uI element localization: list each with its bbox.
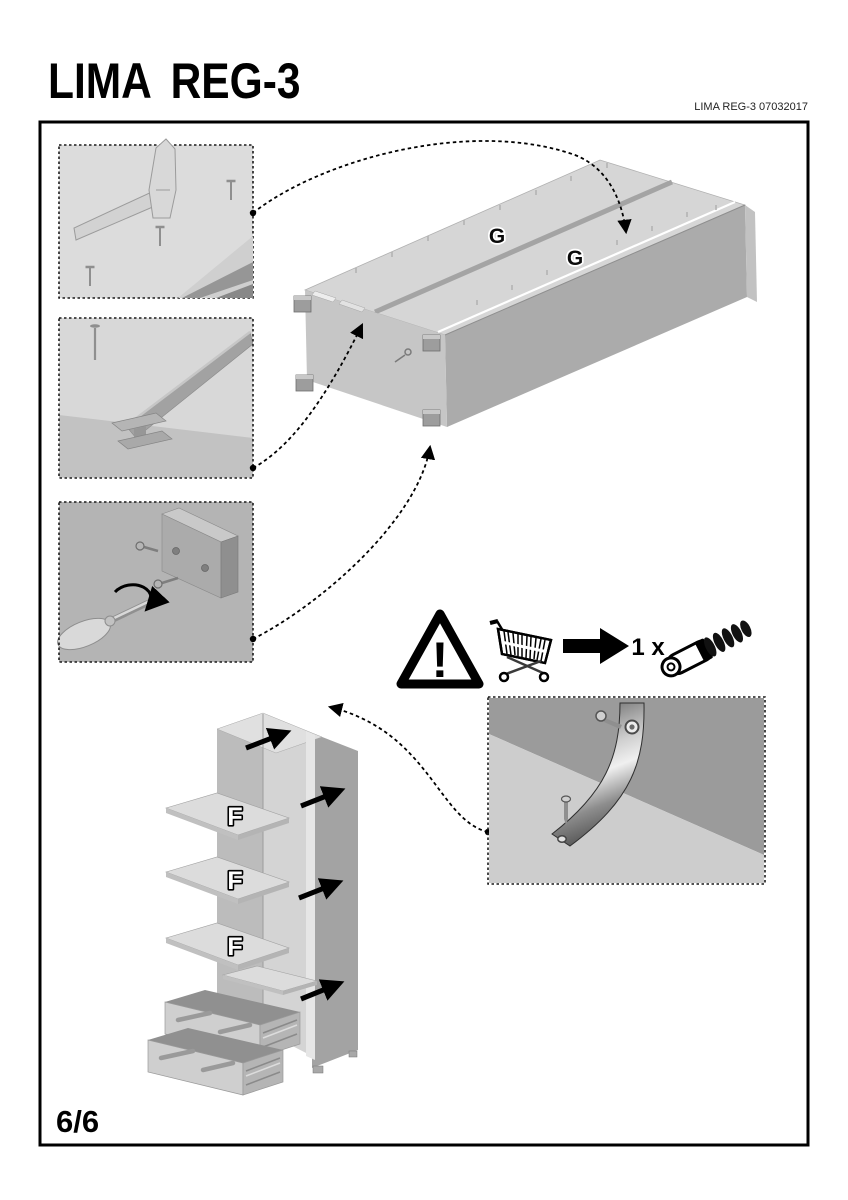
corner-foot-block	[293, 295, 441, 427]
rotate-arrow-icon	[113, 583, 170, 612]
cabinet-front-face	[445, 205, 747, 427]
h-connector-icon	[111, 412, 173, 450]
wall-plug-icon	[660, 620, 752, 678]
strap-inset-panel	[487, 696, 766, 885]
shopping-cart-icon	[489, 619, 553, 683]
warning-triangle-icon: !	[396, 609, 484, 689]
wall-block-icon	[161, 507, 239, 599]
screw-icon	[560, 710, 622, 825]
wardrobe-foot	[312, 1065, 324, 1074]
warning-mark: !	[432, 632, 449, 688]
nail-icon	[85, 179, 236, 286]
small-shelf	[221, 965, 319, 995]
page-title: LIMA REG-3	[48, 53, 301, 109]
nail-icon	[90, 324, 100, 360]
connector-strip-inset-panel	[58, 317, 254, 479]
cabinet-back-assembly: G G	[293, 159, 757, 427]
dashed-connectors	[252, 140, 632, 833]
right-arrow-icon	[563, 628, 629, 664]
wall-block-inset-panel	[57, 501, 254, 663]
cabinet-top-surface	[489, 734, 764, 883]
shelf-label: F	[227, 803, 242, 831]
back-panel-label: G	[489, 225, 505, 248]
hammer-icon	[73, 138, 177, 241]
shelf-label: F	[227, 933, 242, 961]
cabinet-end-face	[305, 290, 447, 427]
wardrobe-assembly: F F F	[147, 712, 358, 1096]
fitting-detail	[394, 348, 412, 363]
shelf-f	[165, 856, 290, 904]
wardrobe-foot	[348, 1050, 358, 1058]
anti-tip-strap-icon	[551, 702, 645, 847]
assembly-arrows	[245, 728, 346, 1002]
shelf-f	[165, 922, 290, 970]
shelf-label: F	[227, 867, 242, 895]
doc-code: LIMA REG-3 07032017	[694, 101, 808, 113]
page-number: 6/6	[56, 1104, 100, 1139]
wardrobe-right-panel	[312, 733, 358, 1068]
drawer	[164, 990, 301, 1058]
panel-divider-strip	[373, 179, 674, 315]
hammer-inset-panel	[58, 138, 254, 299]
quantity-label: 1 x	[631, 634, 665, 661]
nail-marks	[355, 163, 717, 305]
back-panel-label: G	[567, 247, 583, 270]
drawer	[147, 1028, 284, 1096]
main-frame-border	[38, 120, 810, 1147]
hardware-note-row: ! 1 x	[396, 609, 752, 689]
shelf-f	[165, 792, 290, 840]
